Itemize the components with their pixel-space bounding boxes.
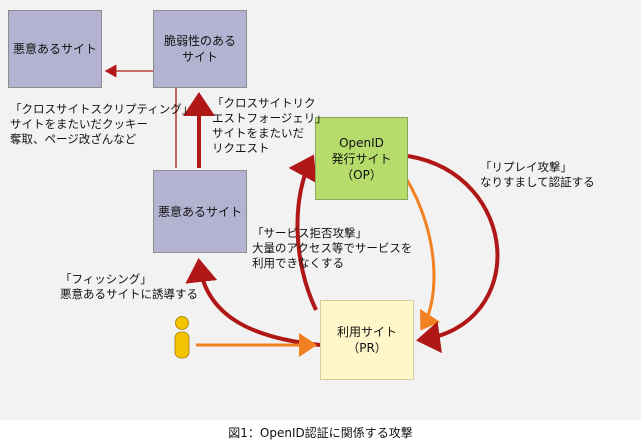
relying-party-label: 利用サイト （PR）	[336, 325, 397, 355]
relying-party: 利用サイト （PR）	[320, 300, 414, 380]
replay-arrow	[407, 154, 500, 354]
auth-flow-arrow	[404, 177, 441, 331]
xss-annotation: 「クロスサイトスクリプティング」 サイトをまたいだクッキー 奪取、ページ改ざんな…	[10, 102, 194, 146]
replay-annotation: 「リプレイ攻撃」 なりすまして認証する	[480, 160, 595, 189]
figure-caption: 図1：OpenID認証に関係する攻撃	[228, 426, 413, 440]
user-person-icon	[174, 316, 190, 359]
malicious-site-center-label: 悪意あるサイト	[157, 204, 242, 219]
dos-arrow	[288, 154, 318, 311]
vulnerable-site-label: 脆弱性のある サイト	[163, 34, 236, 64]
openid-provider: OpenID 発行サイト （OP）	[315, 117, 408, 200]
malicious-site-center: 悪意あるサイト	[153, 170, 247, 253]
phishing-annotation: 「フィッシング」 悪意あるサイトに誘導する	[60, 272, 198, 301]
diagram-canvas: 悪意あるサイト 脆弱性のある サイト 悪意あるサイト OpenID 発行サイト …	[0, 0, 641, 420]
dos-annotation: 「サービス拒否攻撃」 大量のアクセス等でサービスを 利用できなくする	[252, 226, 413, 270]
openid-provider-label: OpenID 発行サイト （OP）	[331, 135, 392, 182]
malicious-site-top-left: 悪意あるサイト	[8, 10, 102, 88]
vulnerable-site: 脆弱性のある サイト	[153, 10, 247, 88]
phishing-arrow	[185, 258, 321, 347]
malicious-site-top-left-label: 悪意あるサイト	[12, 42, 97, 56]
arrow-layer	[104, 64, 500, 359]
csrf-annotation: 「クロスサイトリク エストフォージェリ」 サイトをまたいだ リクエスト	[212, 96, 327, 155]
